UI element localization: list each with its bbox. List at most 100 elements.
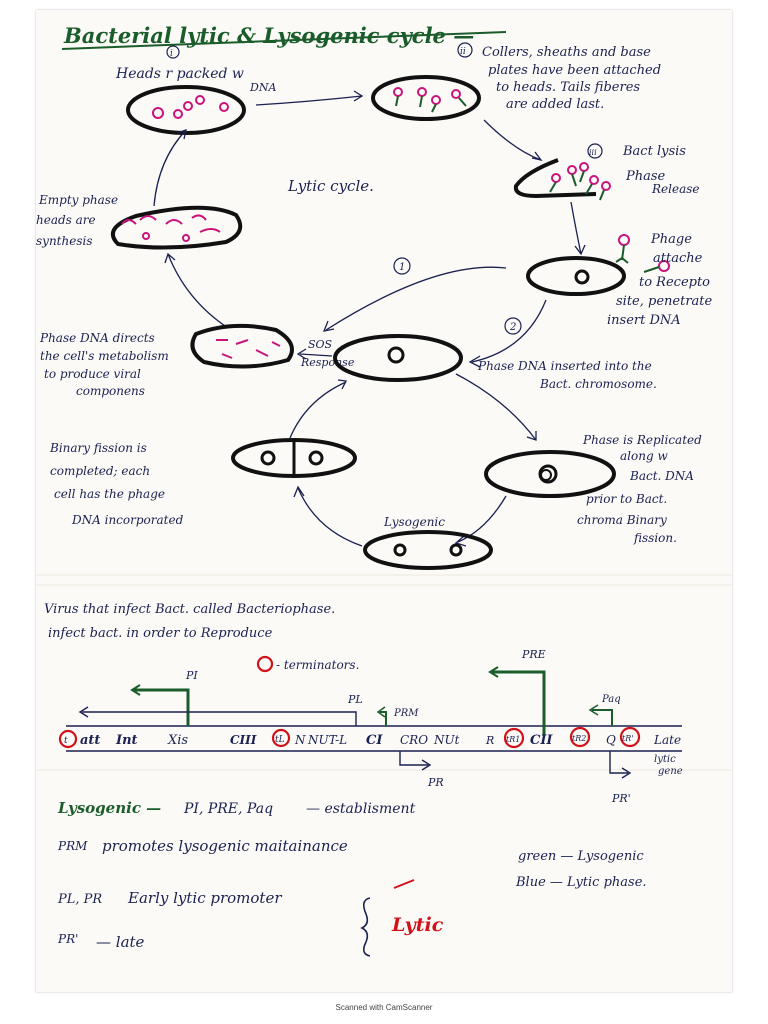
svg-text:2: 2: [509, 322, 516, 333]
svg-text:1: 1: [399, 262, 405, 273]
pl-pr-label: PL, PR: [57, 892, 102, 907]
promoter-pr: PR: [427, 776, 444, 789]
attached-phage-icons: [615, 234, 670, 273]
svg-text:along w: along w: [620, 449, 668, 463]
svg-text:Bact. DNA: Bact. DNA: [629, 469, 694, 483]
early-lytic-promoter: Early lytic promoter: [127, 889, 282, 907]
promoter-pre: PRE: [521, 648, 546, 661]
notebook-page: Bacterial lytic & Lysogenic cycle — i He…: [36, 10, 732, 992]
gene-int: Int: [115, 733, 138, 748]
svg-text:Bact. chromosome.: Bact. chromosome.: [539, 377, 657, 391]
svg-text:Phage: Phage: [650, 232, 692, 247]
promoter-pi: PI: [185, 669, 198, 682]
terminator-tr1: [503, 727, 525, 749]
terminator-t: [58, 729, 78, 749]
empty-phage-text: Empty phase heads are synthesis: [36, 193, 118, 248]
gene-att: att: [80, 733, 100, 748]
svg-text:tL: tL: [275, 735, 285, 745]
gene-late: Late: [653, 733, 681, 747]
bacterium-directs-metabolism: [190, 323, 294, 369]
phage-dna-directs-text: Phase DNA directs the cell's metabolism …: [39, 331, 169, 398]
packed-heads-icon: [152, 95, 229, 119]
assembled-phage-icons: [393, 87, 467, 113]
svg-text:i: i: [170, 49, 173, 59]
svg-text:to heads. Tails fiberes: to heads. Tails fiberes: [496, 80, 640, 95]
svg-text:Phase is Replicated: Phase is Replicated: [582, 433, 702, 447]
notebook-lines: [36, 574, 732, 771]
key-blue: Blue — Lytic phase.: [515, 875, 647, 890]
gene-ciii: CIII: [230, 733, 257, 747]
path-marker-1: [393, 257, 411, 275]
prm-label: PRM: [57, 839, 88, 853]
binary-fission-text: Binary fission is completed; each cell h…: [49, 441, 184, 527]
lytic-cycle-label: Lytic cycle.: [287, 177, 374, 195]
step-iii-marker: [587, 143, 603, 159]
svg-text:tR': tR': [622, 734, 633, 743]
svg-text:attache: attache: [653, 251, 703, 266]
svg-text:Binary fission is: Binary fission is: [49, 441, 147, 455]
sos-label: SOS: [308, 338, 333, 351]
intro-line-1: Virus that infect Bact. called Bacteriop…: [44, 602, 335, 617]
svg-text:Empty phase: Empty phase: [38, 193, 118, 207]
intro-line-2: infect bact. in order to Reproduce: [48, 626, 273, 641]
svg-text:insert DNA: insert DNA: [607, 313, 681, 328]
svg-text:Phase DNA inserted into the: Phase DNA inserted into the: [477, 359, 652, 373]
svg-text:Bact lysis: Bact lysis: [622, 144, 686, 159]
gene-xis: Xis: [167, 733, 188, 748]
terminators-legend: - terminators.: [276, 658, 359, 672]
gene-cro: CRO: [400, 733, 428, 747]
svg-text:to Recepto: to Recepto: [639, 275, 710, 290]
gene-r: R: [485, 734, 494, 747]
svg-text:lytic: lytic: [654, 754, 676, 765]
svg-text:the cell's metabolism: the cell's metabolism: [40, 349, 169, 363]
svg-text:heads are: heads are: [36, 213, 96, 227]
gene-n: N: [294, 733, 306, 747]
path-marker-2: [504, 317, 522, 335]
handwritten-notes: Bacterial lytic & Lysogenic cycle — i He…: [36, 23, 732, 957]
svg-text:t: t: [64, 736, 68, 746]
step-i-text: Heads r packed w: [115, 66, 244, 82]
step-i-marker: [166, 45, 180, 59]
bacterium-lysogenic: [363, 530, 493, 570]
svg-text:DNA incorporated: DNA incorporated: [71, 513, 184, 527]
gene-q: Q: [606, 733, 616, 747]
terminator-tr2: [569, 726, 591, 748]
gene-ci: CI: [366, 733, 383, 748]
step-attach-text: Phage attache to Recepto site, penetrate…: [607, 232, 713, 328]
svg-text:cell has the phage: cell has the phage: [54, 487, 165, 501]
step-iii-text: Bact lysis Phase Release: [622, 144, 700, 196]
svg-text:ii: ii: [460, 47, 466, 57]
svg-text:are added last.: are added last.: [506, 97, 604, 112]
svg-text:Phase: Phase: [625, 169, 666, 184]
empty-heads-icon: [121, 214, 221, 242]
bacterium-empty-heads: [111, 205, 243, 250]
lysogenic-promoters: PI, PRE, Paq: [183, 801, 273, 817]
pr-prime-label: PR': [57, 932, 78, 946]
svg-text:Collers, sheaths and base: Collers, sheaths and base: [482, 45, 651, 60]
step-ii-text: Collers, sheaths and base plates have be…: [482, 45, 661, 112]
pr-prime-late: — late: [96, 933, 145, 951]
bacterium-assembled-phages: [371, 75, 481, 121]
viral-dna-icon: [216, 339, 281, 359]
prm-description: promotes lysogenic maitainance: [102, 837, 348, 855]
phage-dna-inserted-text: Phase DNA inserted into the Bact. chromo…: [477, 359, 657, 391]
svg-text:completed; each: completed; each: [50, 464, 150, 478]
lysogenic-label: Lysogenic: [383, 515, 445, 529]
svg-text:DNA: DNA: [249, 81, 276, 94]
response-label: Response: [300, 356, 355, 369]
key-green: green — Lysogenic: [518, 849, 644, 864]
svg-text:tR1: tR1: [506, 735, 520, 744]
brace-lytic-label: Lytic: [391, 914, 444, 936]
terminator-tl: [271, 728, 291, 748]
step-ii-marker: [457, 42, 473, 58]
bacterium-heads-packed: [126, 85, 246, 135]
terminator-tr-prime: [619, 726, 641, 748]
svg-text:to produce viral: to produce viral: [44, 367, 141, 381]
svg-text:prior to Bact.: prior to Bact.: [586, 492, 667, 506]
svg-text:Phase DNA directs: Phase DNA directs: [39, 331, 155, 345]
gene-map: PI PL PRM PR PRE Paq PR' t att Int Xis C…: [58, 648, 683, 805]
lysogenic-note-label: Lysogenic —: [57, 799, 161, 817]
promoter-pr-prime: PR': [611, 792, 631, 805]
svg-text:iii: iii: [589, 148, 597, 157]
promoter-prm: PRM: [393, 708, 419, 719]
